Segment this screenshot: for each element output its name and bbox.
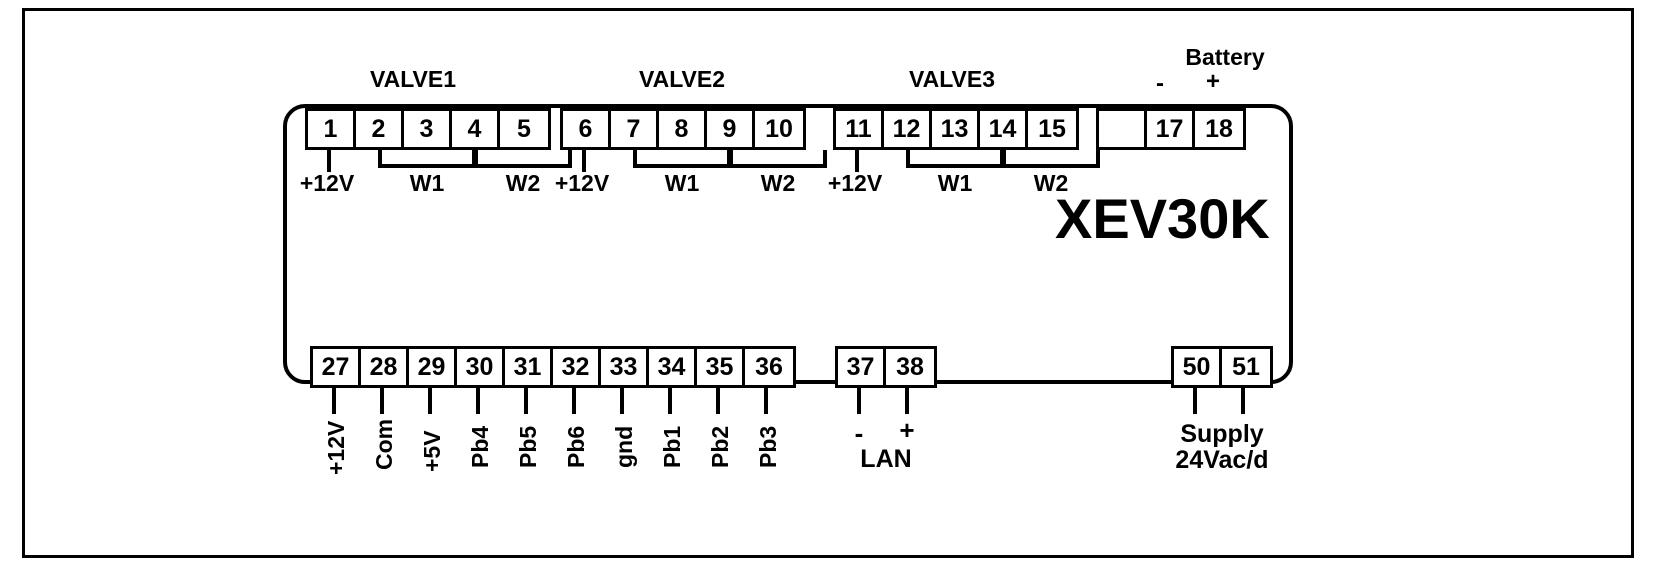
label-valve2-power: +12V — [554, 170, 610, 196]
terminal-10[interactable]: 10 — [755, 111, 803, 147]
label-valve2-w2: W2 — [760, 170, 796, 196]
leader-tick-terminal-51 — [1241, 388, 1245, 414]
signal-label-terminal-32: Pb6 — [563, 425, 589, 468]
terminal-group-battery[interactable]: 17 18 — [1096, 108, 1246, 150]
section-title-valve3: VALVE3 — [908, 66, 996, 92]
terminal-35[interactable]: 35 — [697, 349, 745, 385]
terminal-1[interactable]: 1 — [308, 111, 356, 147]
leader-tick-terminal-38 — [905, 388, 909, 414]
terminal-group-lan[interactable]: 37 38 — [835, 346, 937, 388]
terminal-3[interactable]: 3 — [404, 111, 452, 147]
label-valve3-w2: W2 — [1033, 170, 1069, 196]
terminal-group-valve1[interactable]: 1 2 3 4 5 — [305, 108, 551, 150]
terminal-32[interactable]: 32 — [553, 349, 601, 385]
signal-label-terminal-29: +5V — [419, 430, 445, 472]
terminal-31[interactable]: 31 — [505, 349, 553, 385]
signal-label-terminal-36: Pb3 — [755, 425, 781, 468]
signal-label-terminal-31: Pb5 — [515, 425, 541, 468]
terminal-9[interactable]: 9 — [707, 111, 755, 147]
lan-minus-sign: - — [854, 418, 864, 448]
label-valve3-w1: W1 — [937, 170, 973, 196]
group-label-supply-line2: 24Vac/d — [1175, 446, 1269, 474]
terminal-17[interactable]: 17 — [1147, 111, 1195, 147]
battery-minus-sign: - — [1156, 70, 1164, 97]
leader-tick-terminal-37 — [857, 388, 861, 414]
leader-tick-terminal-35 — [716, 388, 720, 414]
leader-tick-terminal-6 — [582, 150, 586, 172]
bracket-valve1-w2 — [474, 150, 572, 168]
leader-tick-terminal-33 — [620, 388, 624, 414]
signal-label-terminal-34: Pb1 — [659, 425, 685, 468]
terminal-27[interactable]: 27 — [313, 349, 361, 385]
terminal-34[interactable]: 34 — [649, 349, 697, 385]
leader-tick-terminal-36 — [764, 388, 768, 414]
label-valve3-power: +12V — [827, 170, 883, 196]
terminal-group-io[interactable]: 27 28 29 30 31 32 33 34 35 36 — [310, 346, 796, 388]
terminal-group-supply[interactable]: 50 51 — [1171, 346, 1273, 388]
signal-label-terminal-30: Pb4 — [467, 425, 493, 468]
terminal-16-blank[interactable] — [1099, 111, 1147, 147]
terminal-29[interactable]: 29 — [409, 349, 457, 385]
terminal-28[interactable]: 28 — [361, 349, 409, 385]
leader-tick-terminal-50 — [1193, 388, 1197, 414]
terminal-group-valve2[interactable]: 6 7 8 9 10 — [560, 108, 806, 150]
leader-tick-terminal-11 — [855, 150, 859, 172]
label-valve2-w1: W1 — [664, 170, 700, 196]
model-name: XEV30K — [1055, 187, 1270, 250]
terminal-37[interactable]: 37 — [838, 349, 886, 385]
leader-tick-terminal-29 — [428, 388, 432, 414]
signal-label-terminal-33: gnd — [611, 425, 637, 468]
leader-tick-terminal-27 — [332, 388, 336, 414]
bracket-valve3-w2 — [1002, 150, 1100, 168]
section-title-battery: Battery — [1185, 44, 1265, 70]
signal-label-terminal-27: +12V — [323, 420, 349, 475]
terminal-5[interactable]: 5 — [500, 111, 548, 147]
terminal-group-valve3[interactable]: 11 12 13 14 15 — [833, 108, 1079, 150]
battery-plus-sign: + — [1205, 68, 1220, 95]
label-valve1-w2: W2 — [505, 170, 541, 196]
leader-tick-terminal-34 — [668, 388, 672, 414]
terminal-15[interactable]: 15 — [1028, 111, 1076, 147]
terminal-50[interactable]: 50 — [1174, 349, 1222, 385]
leader-tick-terminal-32 — [572, 388, 576, 414]
signal-label-terminal-28: Com — [371, 418, 397, 470]
terminal-2[interactable]: 2 — [356, 111, 404, 147]
terminal-6[interactable]: 6 — [563, 111, 611, 147]
leader-tick-terminal-1 — [327, 150, 331, 172]
terminal-36[interactable]: 36 — [745, 349, 793, 385]
leader-tick-terminal-31 — [524, 388, 528, 414]
group-label-supply-line1: Supply — [1180, 420, 1264, 448]
section-title-valve1: VALVE1 — [369, 66, 457, 92]
group-label-lan: LAN — [860, 445, 912, 473]
section-title-valve2: VALVE2 — [638, 66, 726, 92]
terminal-38[interactable]: 38 — [886, 349, 934, 385]
signal-label-terminal-35: Pb2 — [707, 425, 733, 468]
leader-tick-terminal-30 — [476, 388, 480, 414]
terminal-30[interactable]: 30 — [457, 349, 505, 385]
terminal-11[interactable]: 11 — [836, 111, 884, 147]
bracket-valve2-w2 — [729, 150, 827, 168]
controller-body — [283, 104, 1293, 384]
terminal-12[interactable]: 12 — [884, 111, 932, 147]
terminal-51[interactable]: 51 — [1222, 349, 1270, 385]
leader-tick-terminal-28 — [380, 388, 384, 414]
terminal-14[interactable]: 14 — [980, 111, 1028, 147]
terminal-4[interactable]: 4 — [452, 111, 500, 147]
bracket-valve1-w1 — [378, 150, 476, 168]
terminal-33[interactable]: 33 — [601, 349, 649, 385]
terminal-13[interactable]: 13 — [932, 111, 980, 147]
terminal-8[interactable]: 8 — [659, 111, 707, 147]
bracket-valve2-w1 — [633, 150, 731, 168]
terminal-7[interactable]: 7 — [611, 111, 659, 147]
terminal-18[interactable]: 18 — [1195, 111, 1243, 147]
label-valve1-w1: W1 — [409, 170, 445, 196]
label-valve1-power: +12V — [299, 170, 355, 196]
lan-plus-sign: + — [899, 415, 915, 445]
bracket-valve3-w1 — [906, 150, 1004, 168]
